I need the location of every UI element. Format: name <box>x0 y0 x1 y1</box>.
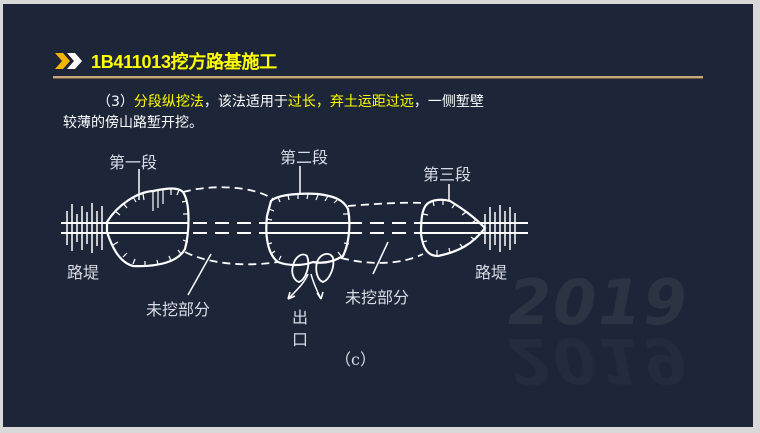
watermark-year: 2019 <box>508 266 689 339</box>
highlight-haul-distance: 弃土运距过远 <box>329 94 414 110</box>
label-segment-3: 第三段 <box>423 165 472 184</box>
double-chevron-icon <box>55 53 82 69</box>
title-divider <box>53 76 703 79</box>
label-segment-1: 第一段 <box>109 153 158 172</box>
slide: 2019 2019 1B411013挖方路基施工 （3）分段纵挖法，该法适用于过… <box>3 4 753 427</box>
label-exit-char1: 出 <box>291 308 308 327</box>
text-line2: 较薄的傍山路堑开挖。 <box>63 115 203 131</box>
highlight-too-long: 过长 <box>287 94 316 110</box>
text-suffix: ，一侧堑壁 <box>413 94 484 110</box>
figure-caption: （c） <box>335 350 376 369</box>
method-term: 分段纵挖法 <box>133 94 204 110</box>
excavation-diagram <box>61 166 528 300</box>
item-number: （3） <box>97 94 134 110</box>
label-unexcavated-left: 未挖部分 <box>146 300 211 319</box>
body-paragraph: （3）分段纵挖法，该法适用于过长，弃土运距过远，一侧堑壁 较薄的傍山路堑开挖。 <box>63 92 683 134</box>
label-unexcavated-right: 未挖部分 <box>345 288 410 307</box>
slide-title: 1B411013挖方路基施工 <box>91 52 277 72</box>
label-exit: 出 口 <box>291 307 309 351</box>
highlight-separator: ， <box>315 94 330 110</box>
label-embankment-left: 路堤 <box>67 263 100 282</box>
label-embankment-right: 路堤 <box>475 263 508 282</box>
label-exit-char2: 口 <box>291 330 308 349</box>
title-row: 1B411013挖方路基施工 <box>55 48 277 74</box>
text-mid: ，该法适用于 <box>203 94 288 110</box>
label-segment-2: 第二段 <box>280 148 329 167</box>
